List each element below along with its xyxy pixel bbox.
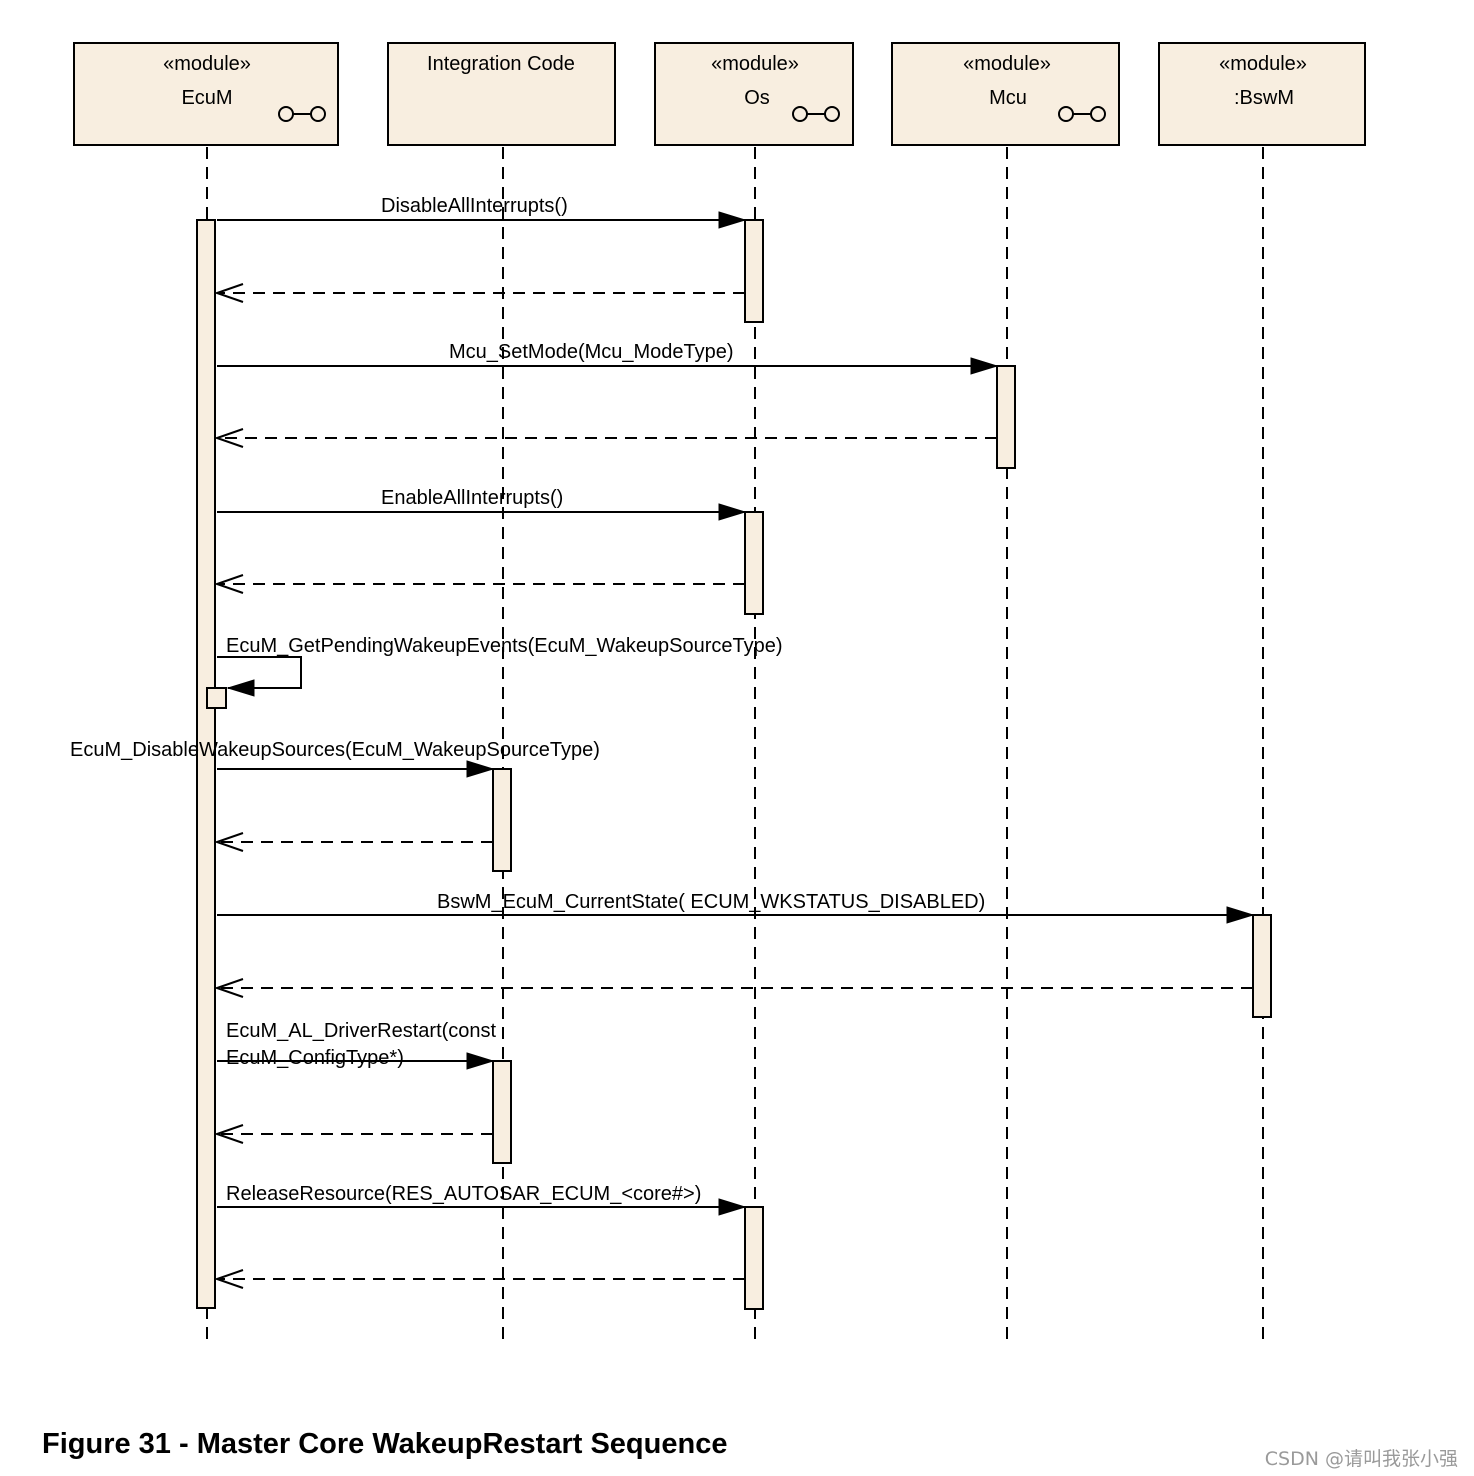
message-label: DisableAllInterrupts() xyxy=(381,195,568,217)
lifeline-mcu-stereotype: «module» xyxy=(963,53,1051,75)
activation-intcode-1 xyxy=(492,768,512,872)
component-icon xyxy=(278,106,326,122)
activation-bswm-1 xyxy=(1252,914,1272,1018)
lifeline-ecum-stereotype: «module» xyxy=(163,53,251,75)
activation-os-1 xyxy=(744,219,764,323)
message-disable-all-interrupts: DisableAllInterrupts() xyxy=(217,195,747,229)
lifeline-bswm-stereotype: «module» xyxy=(1219,53,1307,75)
message-label: ReleaseResource(RES_AUTOSAR_ECUM_<core#>… xyxy=(226,1183,701,1205)
message-label-line-1: EcuM_AL_DriverRestart(const xyxy=(226,1020,497,1042)
activation-intcode-2 xyxy=(492,1060,512,1164)
component-icon xyxy=(1058,106,1106,122)
activation-ecum-self xyxy=(206,687,227,709)
message-driver-restart: EcuM_AL_DriverRestart(const EcuM_ConfigT… xyxy=(217,1020,497,1070)
watermark: CSDN @请叫我张小强 xyxy=(1264,1448,1458,1470)
activation-os-2 xyxy=(744,511,764,615)
component-icon xyxy=(792,106,840,122)
figure-caption: Figure 31 - Master Core WakeupRestart Se… xyxy=(42,1428,728,1460)
return-message xyxy=(213,574,745,594)
activation-ecum xyxy=(196,219,216,1309)
lifeline-intcode: Integration Code xyxy=(387,42,616,146)
activation-mcu-1 xyxy=(996,365,1016,469)
return-message xyxy=(213,978,1253,998)
lifeline-os: «module» Os xyxy=(654,42,854,146)
message-label: EnableAllInterrupts() xyxy=(381,487,563,509)
lifeline-os-name: Os xyxy=(744,87,770,109)
activation-os-3 xyxy=(744,1206,764,1310)
return-message xyxy=(213,1269,745,1289)
message-disable-wakeup-sources: EcuM_DisableWakeupSources(EcuM_WakeupSou… xyxy=(70,739,600,778)
lifeline-mcu: «module» Mcu xyxy=(891,42,1120,146)
message-mcu-set-mode: Mcu_SetMode(Mcu_ModeType) xyxy=(217,341,999,375)
message-release-resource: ReleaseResource(RES_AUTOSAR_ECUM_<core#>… xyxy=(217,1183,747,1216)
lifeline-os-stereotype: «module» xyxy=(711,53,799,75)
message-label: EcuM_DisableWakeupSources(EcuM_WakeupSou… xyxy=(70,739,600,761)
lifeline-mcu-name: Mcu xyxy=(989,87,1027,109)
message-label: BswM_EcuM_CurrentState( ECUM_WKSTATUS_DI… xyxy=(437,891,985,913)
message-label: EcuM_GetPendingWakeupEvents(EcuM_WakeupS… xyxy=(226,635,783,657)
return-message xyxy=(213,1124,493,1144)
message-label: Mcu_SetMode(Mcu_ModeType) xyxy=(449,341,734,363)
lifeline-intcode-name: Integration Code xyxy=(427,53,575,75)
return-message xyxy=(213,428,997,448)
lifeline-bswm: «module» :BswM xyxy=(1158,42,1366,146)
lifeline-bswm-name: :BswM xyxy=(1234,87,1294,109)
message-enable-all-interrupts: EnableAllInterrupts() xyxy=(217,487,747,521)
message-get-pending-wakeup-events: EcuM_GetPendingWakeupEvents(EcuM_WakeupS… xyxy=(217,635,783,697)
message-bswm-current-state: BswM_EcuM_CurrentState( ECUM_WKSTATUS_DI… xyxy=(217,891,1255,924)
return-message xyxy=(213,283,745,303)
return-message xyxy=(213,832,493,852)
message-label-line-2: EcuM_ConfigType*) xyxy=(226,1047,404,1069)
lifeline-ecum: «module» EcuM xyxy=(73,42,339,146)
lifeline-ecum-name: EcuM xyxy=(181,87,232,109)
